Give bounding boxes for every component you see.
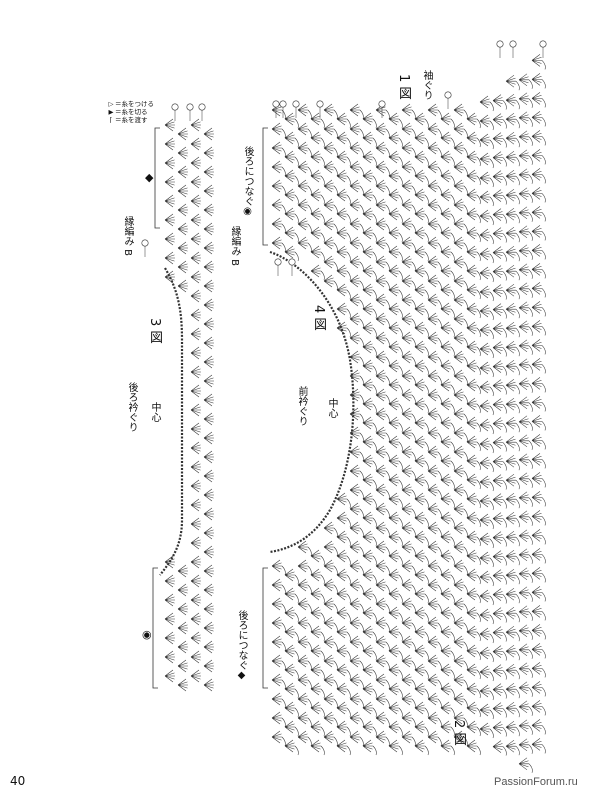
- front-neckline-edging: [269, 250, 355, 554]
- fig4-row-marker: [316, 100, 324, 108]
- fig1b-row-marker: [444, 91, 452, 99]
- fig1-row-marker: [496, 40, 504, 48]
- legend-item-join: ▷＝糸をつける: [108, 100, 155, 108]
- page-number: 40: [10, 774, 26, 788]
- legend-item-carry: ⌈＝糸を渡す: [109, 116, 148, 125]
- figure1-sleeve-label: 袖ぐり: [421, 70, 432, 100]
- fig3-row-marker: [186, 103, 194, 111]
- figure2-label: 2 図: [451, 720, 466, 746]
- figure3-center-label: 中心: [149, 402, 160, 422]
- legend-item-cut: ▶＝糸を切る: [108, 108, 148, 117]
- figure2-connect-diamond-label: 後ろにつなぐ◆: [236, 610, 247, 681]
- figure4-neckline-label: 前衿ぐり: [296, 386, 307, 426]
- watermark: PassionForum.ru: [494, 776, 578, 788]
- figure1-label: 1 図: [396, 74, 411, 100]
- figure4-label: 4 図: [311, 305, 326, 331]
- fig4-row-marker: [279, 100, 287, 108]
- fig4-row-marker: [378, 100, 386, 108]
- fig1-row-marker: [509, 40, 517, 48]
- stitch-legend: ▷＝糸をつける ▶＝糸を切る ⌈＝糸を渡す: [107, 100, 155, 125]
- fig1-row-marker: [539, 40, 547, 48]
- bracket-fig4-top: [262, 127, 268, 246]
- fig3-row-marker: [198, 103, 206, 111]
- fig3-neck-row-marker: [141, 239, 149, 247]
- bracket-fig3-top: [154, 127, 160, 229]
- fig4-row-marker: [292, 100, 300, 108]
- figure4-center-label: 中心: [326, 398, 337, 418]
- fig4-row-marker: [272, 100, 280, 108]
- fig3-row-marker: [171, 103, 179, 111]
- back-neckline-edging: [159, 267, 184, 576]
- figure3-label: 3 図: [147, 318, 162, 344]
- fig4-neck-row-marker: [288, 258, 296, 266]
- figure3-edging-label: 縁編み B: [122, 216, 133, 257]
- bracket-fig3-bottom: [152, 567, 158, 689]
- figure4-edging-label: 縁編み B: [229, 226, 240, 267]
- circle-marker: ◉: [142, 628, 152, 641]
- fig4-neck-row-marker: [274, 258, 282, 266]
- figure3-neckline-label: 後ろ衿ぐり: [126, 382, 137, 432]
- bracket-fig4-bottom: [262, 567, 268, 689]
- figure4-connect-circle-label: 後ろにつなぐ◉: [242, 146, 253, 217]
- diamond-marker: ◆: [145, 171, 154, 184]
- body-stitch-grid: [271, 54, 546, 773]
- back-strip-stitches: [164, 118, 214, 692]
